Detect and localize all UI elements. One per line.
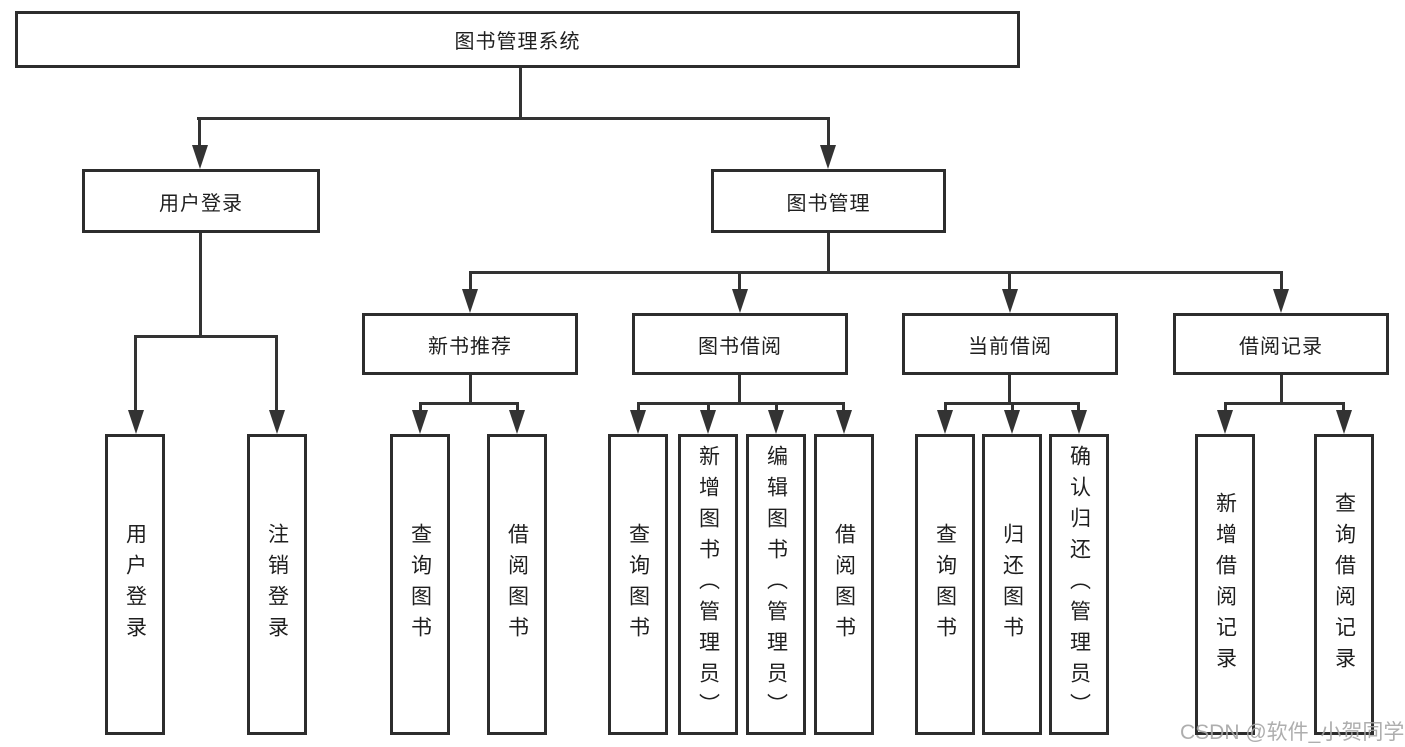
node-label: 查询图书: [408, 522, 432, 647]
arrow-down-icon: [462, 289, 478, 313]
node-label: 确认归还（管理员）: [1067, 445, 1091, 724]
connector-line: [197, 117, 830, 120]
connector-line: [738, 375, 741, 404]
node-current-borrow: 当前借阅: [902, 313, 1118, 375]
leaf-borrow-query-books: 查询图书: [608, 434, 668, 735]
leaf-recommend-query-books: 查询图书: [390, 434, 450, 735]
node-label: 图书借阅: [698, 335, 782, 358]
node-label: 用户登录: [123, 522, 147, 647]
connector-line: [944, 402, 947, 414]
arrow-down-icon: [630, 410, 646, 434]
arrow-down-icon: [269, 410, 285, 434]
arrow-down-icon: [820, 145, 836, 169]
node-root-library-system: 图书管理系统: [15, 11, 1020, 68]
node-label: 图书管理: [786, 192, 871, 215]
node-label: 编辑图书（管理员）: [764, 445, 788, 724]
connector-line: [637, 402, 845, 405]
arrow-down-icon: [732, 289, 748, 313]
connector-line: [775, 402, 778, 414]
connector-line: [134, 335, 137, 412]
connector-line: [1280, 375, 1283, 404]
connector-line: [516, 402, 519, 414]
node-new-book-recommend: 新书推荐: [362, 313, 578, 375]
connector-line: [637, 402, 640, 414]
leaf-user-login: 用户登录: [105, 434, 165, 735]
node-book-borrow: 图书借阅: [632, 313, 848, 375]
node-borrow-record: 借阅记录: [1173, 313, 1389, 375]
node-label: 当前借阅: [968, 335, 1052, 358]
connector-line: [1224, 402, 1227, 414]
connector-line: [419, 402, 519, 405]
connector-line: [469, 375, 472, 404]
node-label: 借阅图书: [832, 522, 856, 647]
node-label: 借阅记录: [1239, 335, 1323, 358]
connector-line: [827, 233, 830, 273]
node-label: 图书管理系统: [454, 31, 581, 53]
connector-line: [1008, 271, 1011, 291]
node-book-management: 图书管理: [711, 169, 946, 233]
connector-line: [1280, 271, 1283, 291]
connector-line: [842, 402, 845, 414]
node-label: 查询图书: [626, 522, 650, 647]
arrow-down-icon: [937, 410, 953, 434]
connector-line: [738, 271, 741, 291]
arrow-down-icon: [412, 410, 428, 434]
leaf-current-return-books: 归还图书: [982, 434, 1042, 735]
node-label: 归还图书: [1000, 522, 1024, 647]
arrow-down-icon: [836, 410, 852, 434]
watermark: CSDN @软件_小贺同学: [1180, 721, 1405, 744]
leaf-recommend-borrow-books: 借阅图书: [487, 434, 547, 735]
node-label: 新书推荐: [428, 335, 512, 358]
node-label: 查询借阅记录: [1332, 491, 1356, 678]
arrow-down-icon: [1273, 289, 1289, 313]
leaf-logout: 注销登录: [247, 434, 307, 735]
node-label: 注销登录: [265, 522, 289, 647]
leaf-current-query-books: 查询图书: [915, 434, 975, 735]
connector-line: [275, 335, 278, 412]
connector-line: [707, 402, 710, 414]
arrow-down-icon: [1217, 410, 1233, 434]
arrow-down-icon: [192, 145, 208, 169]
leaf-current-confirm-return-admin: 确认归还（管理员）: [1049, 434, 1109, 735]
leaf-borrow-add-books-admin: 新增图书（管理员）: [678, 434, 738, 735]
connector-line: [419, 402, 422, 414]
node-label: 查询图书: [933, 522, 957, 647]
connector-line: [1224, 402, 1345, 405]
leaf-record-query: 查询借阅记录: [1314, 434, 1374, 735]
node-label: 用户登录: [159, 192, 243, 215]
connector-line: [469, 271, 472, 291]
arrow-down-icon: [128, 410, 144, 434]
arrow-down-icon: [1336, 410, 1352, 434]
arrow-down-icon: [509, 410, 525, 434]
connector-line: [198, 117, 201, 147]
connector-line: [1077, 402, 1080, 414]
node-label: 借阅图书: [505, 522, 529, 647]
node-label: 新增图书（管理员）: [696, 445, 720, 724]
connector-line: [1342, 402, 1345, 414]
arrow-down-icon: [1002, 289, 1018, 313]
node-label: 新增借阅记录: [1213, 491, 1237, 678]
connector-line: [134, 335, 278, 338]
arrow-down-icon: [768, 410, 784, 434]
arrow-down-icon: [1071, 410, 1087, 434]
arrow-down-icon: [1004, 410, 1020, 434]
arrow-down-icon: [700, 410, 716, 434]
connector-line: [1011, 402, 1014, 414]
connector-line: [827, 117, 830, 147]
leaf-record-add: 新增借阅记录: [1195, 434, 1255, 735]
leaf-borrow-borrow-books: 借阅图书: [814, 434, 874, 735]
leaf-borrow-edit-books-admin: 编辑图书（管理员）: [746, 434, 806, 735]
connector-line: [519, 68, 522, 118]
node-user-login: 用户登录: [82, 169, 320, 233]
connector-line: [199, 233, 202, 337]
connector-line: [469, 271, 1283, 274]
connector-line: [1008, 375, 1011, 404]
